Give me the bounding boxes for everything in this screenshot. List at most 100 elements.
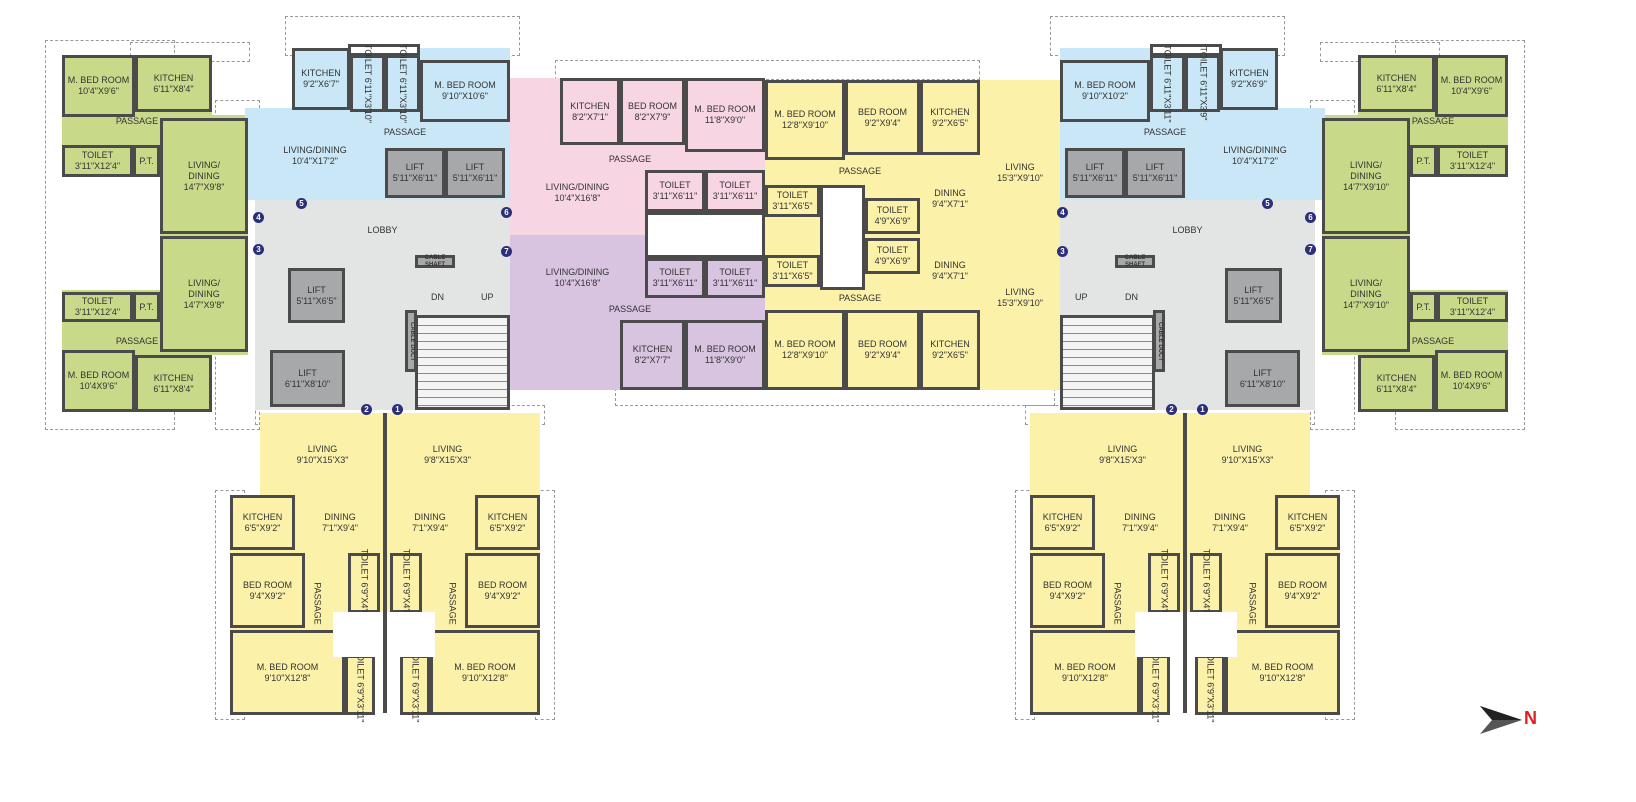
open-shaft [820,185,865,290]
room-dimension: 6'5"x9'2" [1044,522,1081,533]
room-living: LIVING 9'8"x15'x3" [385,415,510,495]
unit-number-marker: 2 [1166,404,1177,415]
room-lobby: LOBBY [1060,205,1315,255]
room-name: CABLE SHAFT [424,254,446,268]
room-dimension: 6'11"x8'4" [1376,383,1417,394]
room-dimension: 6'11"x8'4" [153,383,194,394]
room-label: KITCHEN 9'2"x6'5" [930,339,970,361]
room-dining: DINING 7'1"x9'4" [385,495,475,550]
room-name: LIVING/DINING [545,181,610,192]
room-label: P.T. [139,156,153,167]
room-name: LIVING/ DINING [187,277,220,299]
room-dimension: 9'10"x12'8" [462,672,508,683]
room-bed-room: BED ROOM 8'2"x7'9" [620,78,685,145]
room-label: TOILET 4'9"x6'9" [875,245,911,267]
room-name: TOILET [876,205,909,215]
room-m-bed-room: M. BED ROOM 11'8"x9'0" [685,320,765,390]
room-dimension: 10'4x9'6" [79,381,118,391]
room-lift: LIFT 5'11"x6'11" [385,148,445,198]
room-name: LIFT [307,284,326,295]
room-name: BED ROOM [627,100,677,111]
room-dimension: 9'4"x9'2" [484,590,521,601]
room-label: TOILET 3'11"x12'4" [75,150,120,172]
room-name: TOILET [81,150,114,160]
room-label: TOILET 6'11"x3'9" [1197,47,1208,121]
room-dimension: 3'11"x12'4" [74,161,121,171]
room-passage: PASSAGE [1358,110,1508,132]
room-m-bed-room: M. BED ROOM 9'10"x12'8" [430,630,540,715]
room-label: M. BED ROOM 9'10"x10'6" [434,80,496,102]
room-name: M. BED ROOM [454,661,516,672]
room-toilet: TOILET 3'11"x6'11" [645,170,705,212]
room-living: LIVING 9'10"x15'x3" [260,415,385,495]
room-dimension: 9'2"x9'4" [864,117,901,128]
room-dimension: 9'10"x12'8" [1062,672,1108,683]
room-label: M. BED ROOM 9'10"x12'8" [454,662,516,684]
room-name: P.T. [1416,155,1431,166]
room-name: TOILET [401,548,412,580]
room-name: LIVING [1107,444,1138,454]
room-name: M. BED ROOM [1251,661,1314,672]
room-label: TOILET 6'9"x4'0" [359,548,370,618]
room-name: P.T. [139,301,154,312]
room-name: PASSAGE [1411,335,1455,346]
room-label: M. BED ROOM 10'4x9'6" [68,370,130,392]
room-kitchen: KITCHEN 6'5"x9'2" [475,495,540,550]
room-label: LIVING/DINING 10'4"x16'8" [546,182,610,204]
room-name: M. BED ROOM [256,661,319,672]
room-dimension: 9'4"x9'2" [249,590,286,601]
room-name: TOILET [398,44,408,76]
room-label: LIVING/DINING 10'4"x17'2" [1223,145,1287,167]
room-label: LIFT 5'11"x6'11" [1073,162,1118,184]
room-lift: LIFT 5'11"x6'5" [1225,268,1282,323]
room-dimension: 5'11"x6'5" [1233,295,1274,306]
room-name: LIFT [1085,162,1105,172]
room-label: LIVING 9'10"x15'x3" [1222,444,1274,466]
room-dimension: 10'4"x17'2" [1232,156,1278,166]
room-label: M. BED ROOM 12'8"x9'10" [774,109,836,131]
room-dimension: 12'8"x9'10" [782,350,828,360]
room-label: TOILET 3'11"x6'11" [653,267,698,289]
room-dimension: 7'1"x9'4" [1122,522,1158,533]
room-living-dining: LIVING/ DINING 14'7"x9'10" [1322,118,1410,234]
room-p-t: P.T. [133,292,160,322]
room-toilet: TOILET 6'9"x3'11" [1140,648,1170,722]
room-dimension: 3'11"x6'11" [712,278,758,288]
room-label: CABLE SHAFT [418,255,452,269]
room-name: M. BED ROOM [67,370,130,380]
room-name: KITCHEN [1287,511,1328,522]
room-name: KITCHEN [242,511,283,522]
room-name: LIVING [432,444,463,454]
room-lift: LIFT 5'11"x6'5" [288,268,345,323]
room-dimension: 9'10"x10'2" [1082,91,1128,101]
room-dimension: 5'11"x6'11" [392,173,438,183]
room-dining: DINING 9'4"x7'1" [920,237,980,305]
room-label: LIVING 9'10"x15'x3" [297,444,349,466]
room-label: PASSAGE [609,304,651,315]
room-m-bed-room: M. BED ROOM 11'8"x9'0" [685,78,765,152]
room-cable-shaft: CABLE SHAFT [415,255,455,268]
room-dimension: 3'11"x6'11" [712,191,758,201]
room-name: TOILET [776,260,809,270]
room-dimension: 8'2"x7'7" [634,355,671,365]
room-label: BED ROOM 9'2"x9'4" [858,339,907,361]
room-name: KITCHEN [632,344,673,354]
unit-number-marker: 1 [1197,404,1208,415]
room-dimension: 6'5"x9'2" [244,522,281,533]
room-dimension: 3'11"x6'11" [652,278,698,288]
room-name: M. BED ROOM [774,109,836,119]
room-dimension: 9'2"x6'5" [932,117,968,128]
room-living-dining: LIVING/ DINING 14'7"x9'8" [160,118,248,234]
room-kitchen: KITCHEN 6'5"x9'2" [1275,495,1340,550]
room-kitchen: KITCHEN 9'2"x6'5" [920,80,980,155]
room-dimension: 11'8"x9'0" [704,115,746,125]
room-toilet: TOILET 3'11"x6'5" [765,185,820,217]
room-label: LIVING 9'8"x15'x3" [424,444,471,466]
room-dimension: 9'10"x15'x3" [296,455,349,465]
room-label: CABLE DUCT [408,322,415,361]
room-label: DINING 7'1"x9'4" [322,512,358,534]
unit-number-marker: 6 [1305,212,1316,223]
zone-yellow [1030,413,1310,498]
room-toilet: TOILET 3'11"x12'4" [1437,145,1508,177]
room-dimension: 6'9"x3'11" [1150,681,1161,722]
